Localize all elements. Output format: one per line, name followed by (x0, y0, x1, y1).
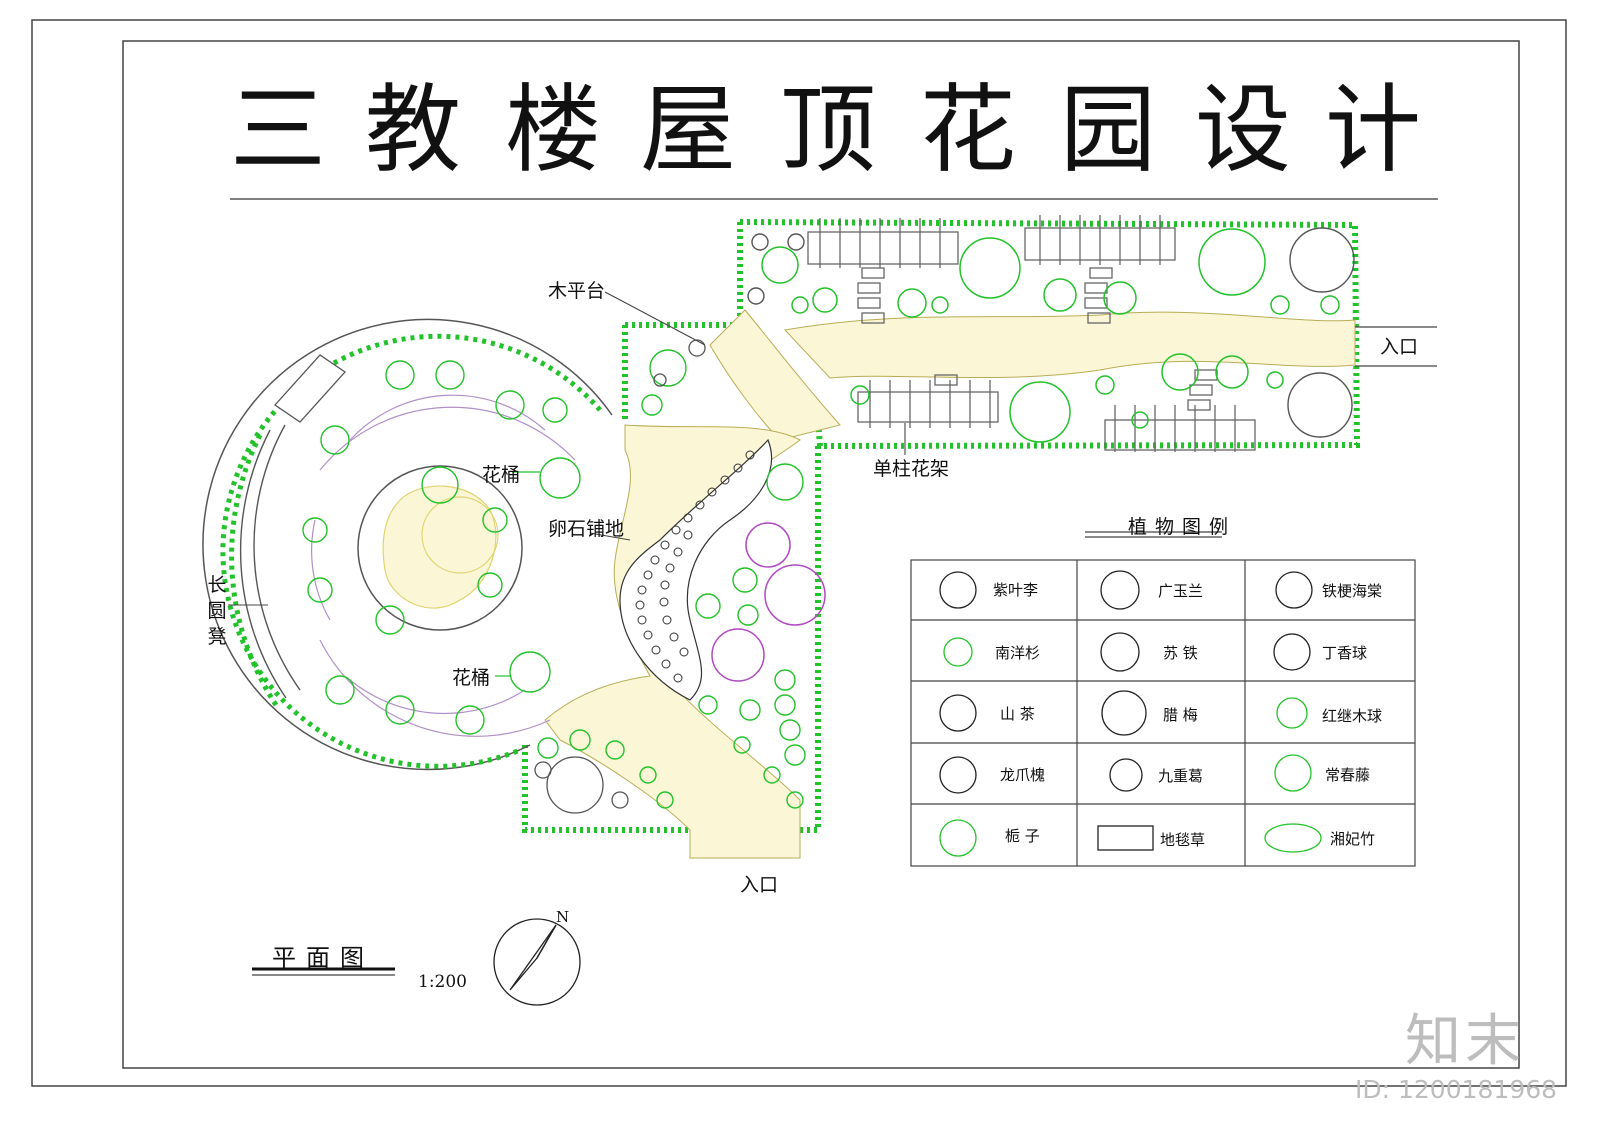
legend-item: 铁梗海棠 (1322, 582, 1383, 600)
legend-item: 栀 子 (1005, 827, 1040, 845)
title-char: 屋 (640, 74, 736, 186)
legend-item: 地毯草 (1160, 831, 1206, 849)
north-label: N (556, 908, 570, 926)
right-garden-block (737, 215, 1437, 452)
title-char: 三 (230, 74, 326, 186)
legend-item: 南洋杉 (995, 644, 1041, 662)
middle-garden-block (522, 309, 841, 859)
legend-item: 腊 梅 (1163, 706, 1198, 724)
legend-item: 广玉兰 (1158, 582, 1204, 600)
legend-title: 植物图例 (1128, 516, 1237, 538)
legend-table (910, 531, 1416, 867)
legend-item: 丁香球 (1322, 644, 1368, 662)
circular-plaza (202, 318, 613, 771)
legend-item: 龙爪槐 (1000, 766, 1046, 784)
legend-item: 苏 铁 (1163, 644, 1198, 662)
title-char: 花 (920, 74, 1016, 186)
label-flower-bucket-2: 花桶 (452, 667, 491, 689)
watermark-id: ID: 1200181968 (1355, 1075, 1558, 1104)
label-single-column-trellis: 单柱花架 (873, 458, 950, 480)
pebble-band (619, 438, 773, 701)
legend-item: 紫叶李 (993, 581, 1039, 599)
north-arrow (493, 918, 581, 1006)
plan-title: 平面图 (272, 944, 374, 972)
wood-deck (709, 309, 841, 441)
label-wood-deck: 木平台 (548, 280, 606, 302)
legend-item: 九重葛 (1158, 767, 1204, 785)
legend-item: 常春藤 (1325, 766, 1371, 784)
watermark-logo: 知末 (1405, 1009, 1525, 1074)
legend-item: 红继木球 (1322, 707, 1383, 725)
label-entrance-right: 入口 (1380, 336, 1419, 358)
inner-border (122, 40, 1520, 1069)
scale-label: 1:200 (418, 972, 467, 992)
legend-item: 湘妃竹 (1330, 830, 1376, 848)
title-char: 园 (1060, 74, 1156, 186)
outer-border (31, 19, 1567, 1087)
title-char: 顶 (780, 74, 876, 186)
title-char: 计 (1325, 74, 1421, 186)
plan-title-rules (252, 967, 395, 976)
paving-strip (784, 311, 1356, 379)
legend-symbols (939, 570, 1322, 857)
label-long-round-bench: 长 圆 凳 (207, 574, 227, 648)
legend-item: 山 茶 (1000, 705, 1035, 723)
label-flower-bucket-1: 花桶 (482, 464, 521, 486)
label-pebble-paving: 卵石铺地 (548, 518, 625, 540)
title-char: 设 (1195, 74, 1291, 186)
label-entrance-bottom: 入口 (740, 874, 779, 896)
title-char: 教 (365, 74, 461, 186)
title-char: 楼 (505, 74, 601, 186)
